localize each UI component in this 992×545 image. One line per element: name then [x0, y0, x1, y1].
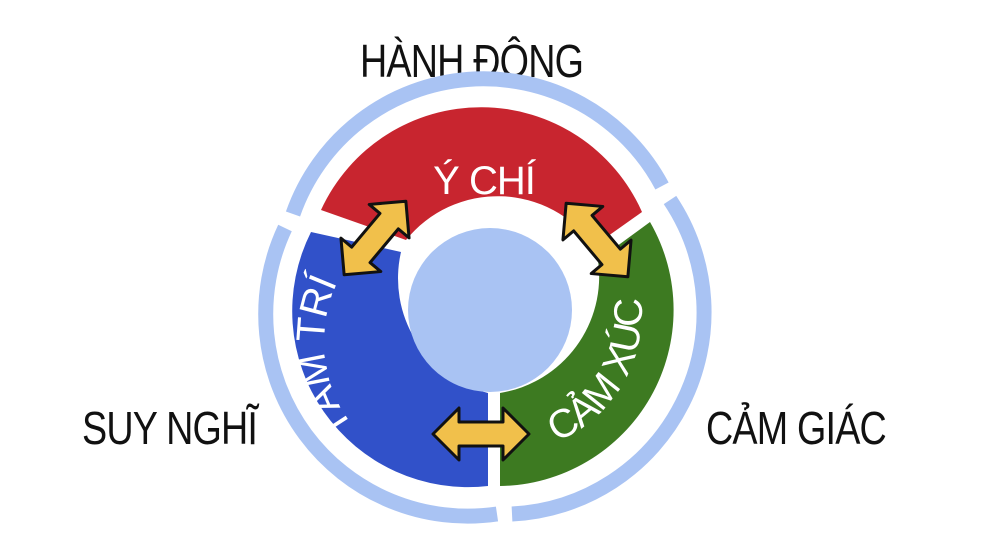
outer-ring [258, 71, 712, 524]
segment-y-chi-text: Ý CHÍ [433, 158, 537, 203]
center-circle [408, 228, 572, 392]
label-suy-nghi: SUY NGHĨ [82, 402, 258, 454]
outer-ring-arc-left [258, 224, 499, 524]
outer-ring-arc-right [511, 195, 712, 522]
outer-ring-arc-top [285, 71, 669, 217]
arrow-top-right [561, 201, 633, 279]
segment-cam-xuc [500, 222, 674, 486]
arrow-bottom [431, 406, 531, 462]
label-cam-giac: CẢM GIÁC [706, 402, 887, 454]
arrow-top-left [339, 199, 411, 277]
segment-tam-tri [292, 232, 488, 488]
